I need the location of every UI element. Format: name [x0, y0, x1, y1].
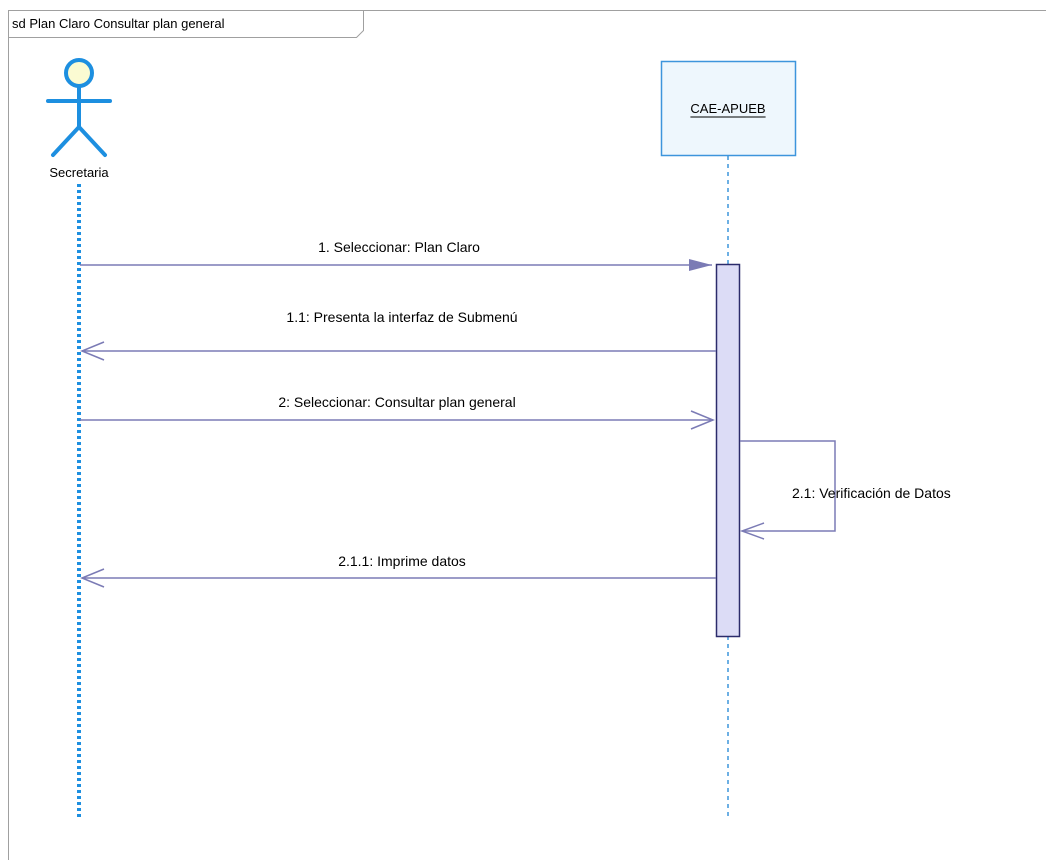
actor-name: Secretaria [49, 165, 109, 180]
frame-title: sd Plan Claro Consultar plan general [12, 16, 225, 31]
message-label: 2.1: Verificación de Datos [792, 485, 951, 501]
actor-stick-figure-icon [46, 58, 112, 157]
open-arrowhead-icon [80, 341, 105, 361]
message-2-1-1[interactable]: 2.1.1: Imprime datos [80, 553, 716, 588]
lifeline-box [660, 60, 797, 157]
message-label: 1. Seleccionar: Plan Claro [318, 239, 480, 255]
message-label: 1.1: Presenta la interfaz de Submenú [286, 309, 517, 325]
open-arrowhead-icon [690, 410, 715, 430]
filled-arrowhead-icon [689, 259, 712, 271]
message-2[interactable]: 2: Seleccionar: Consultar plan general [80, 394, 715, 430]
activation-bar [715, 263, 741, 638]
lifeline-cae-apueb[interactable]: CAE-APUEB [660, 60, 797, 157]
message-2-1-self-call[interactable]: 2.1: Verificación de Datos [739, 440, 951, 540]
message-label: 2: Seleccionar: Consultar plan general [278, 394, 515, 410]
actor-secretaria[interactable]: Secretaria [46, 58, 112, 180]
message-label: 2.1.1: Imprime datos [338, 553, 466, 569]
message-1[interactable]: 1. Seleccionar: Plan Claro [80, 239, 712, 271]
lifeline-label: CAE-APUEB [690, 101, 765, 116]
open-arrowhead-icon [739, 522, 765, 540]
message-1-1[interactable]: 1.1: Presenta la interfaz de Submenú [80, 309, 716, 361]
diagram-frame: sd Plan Claro Consultar plan general [8, 10, 1046, 860]
open-arrowhead-icon [80, 568, 105, 588]
